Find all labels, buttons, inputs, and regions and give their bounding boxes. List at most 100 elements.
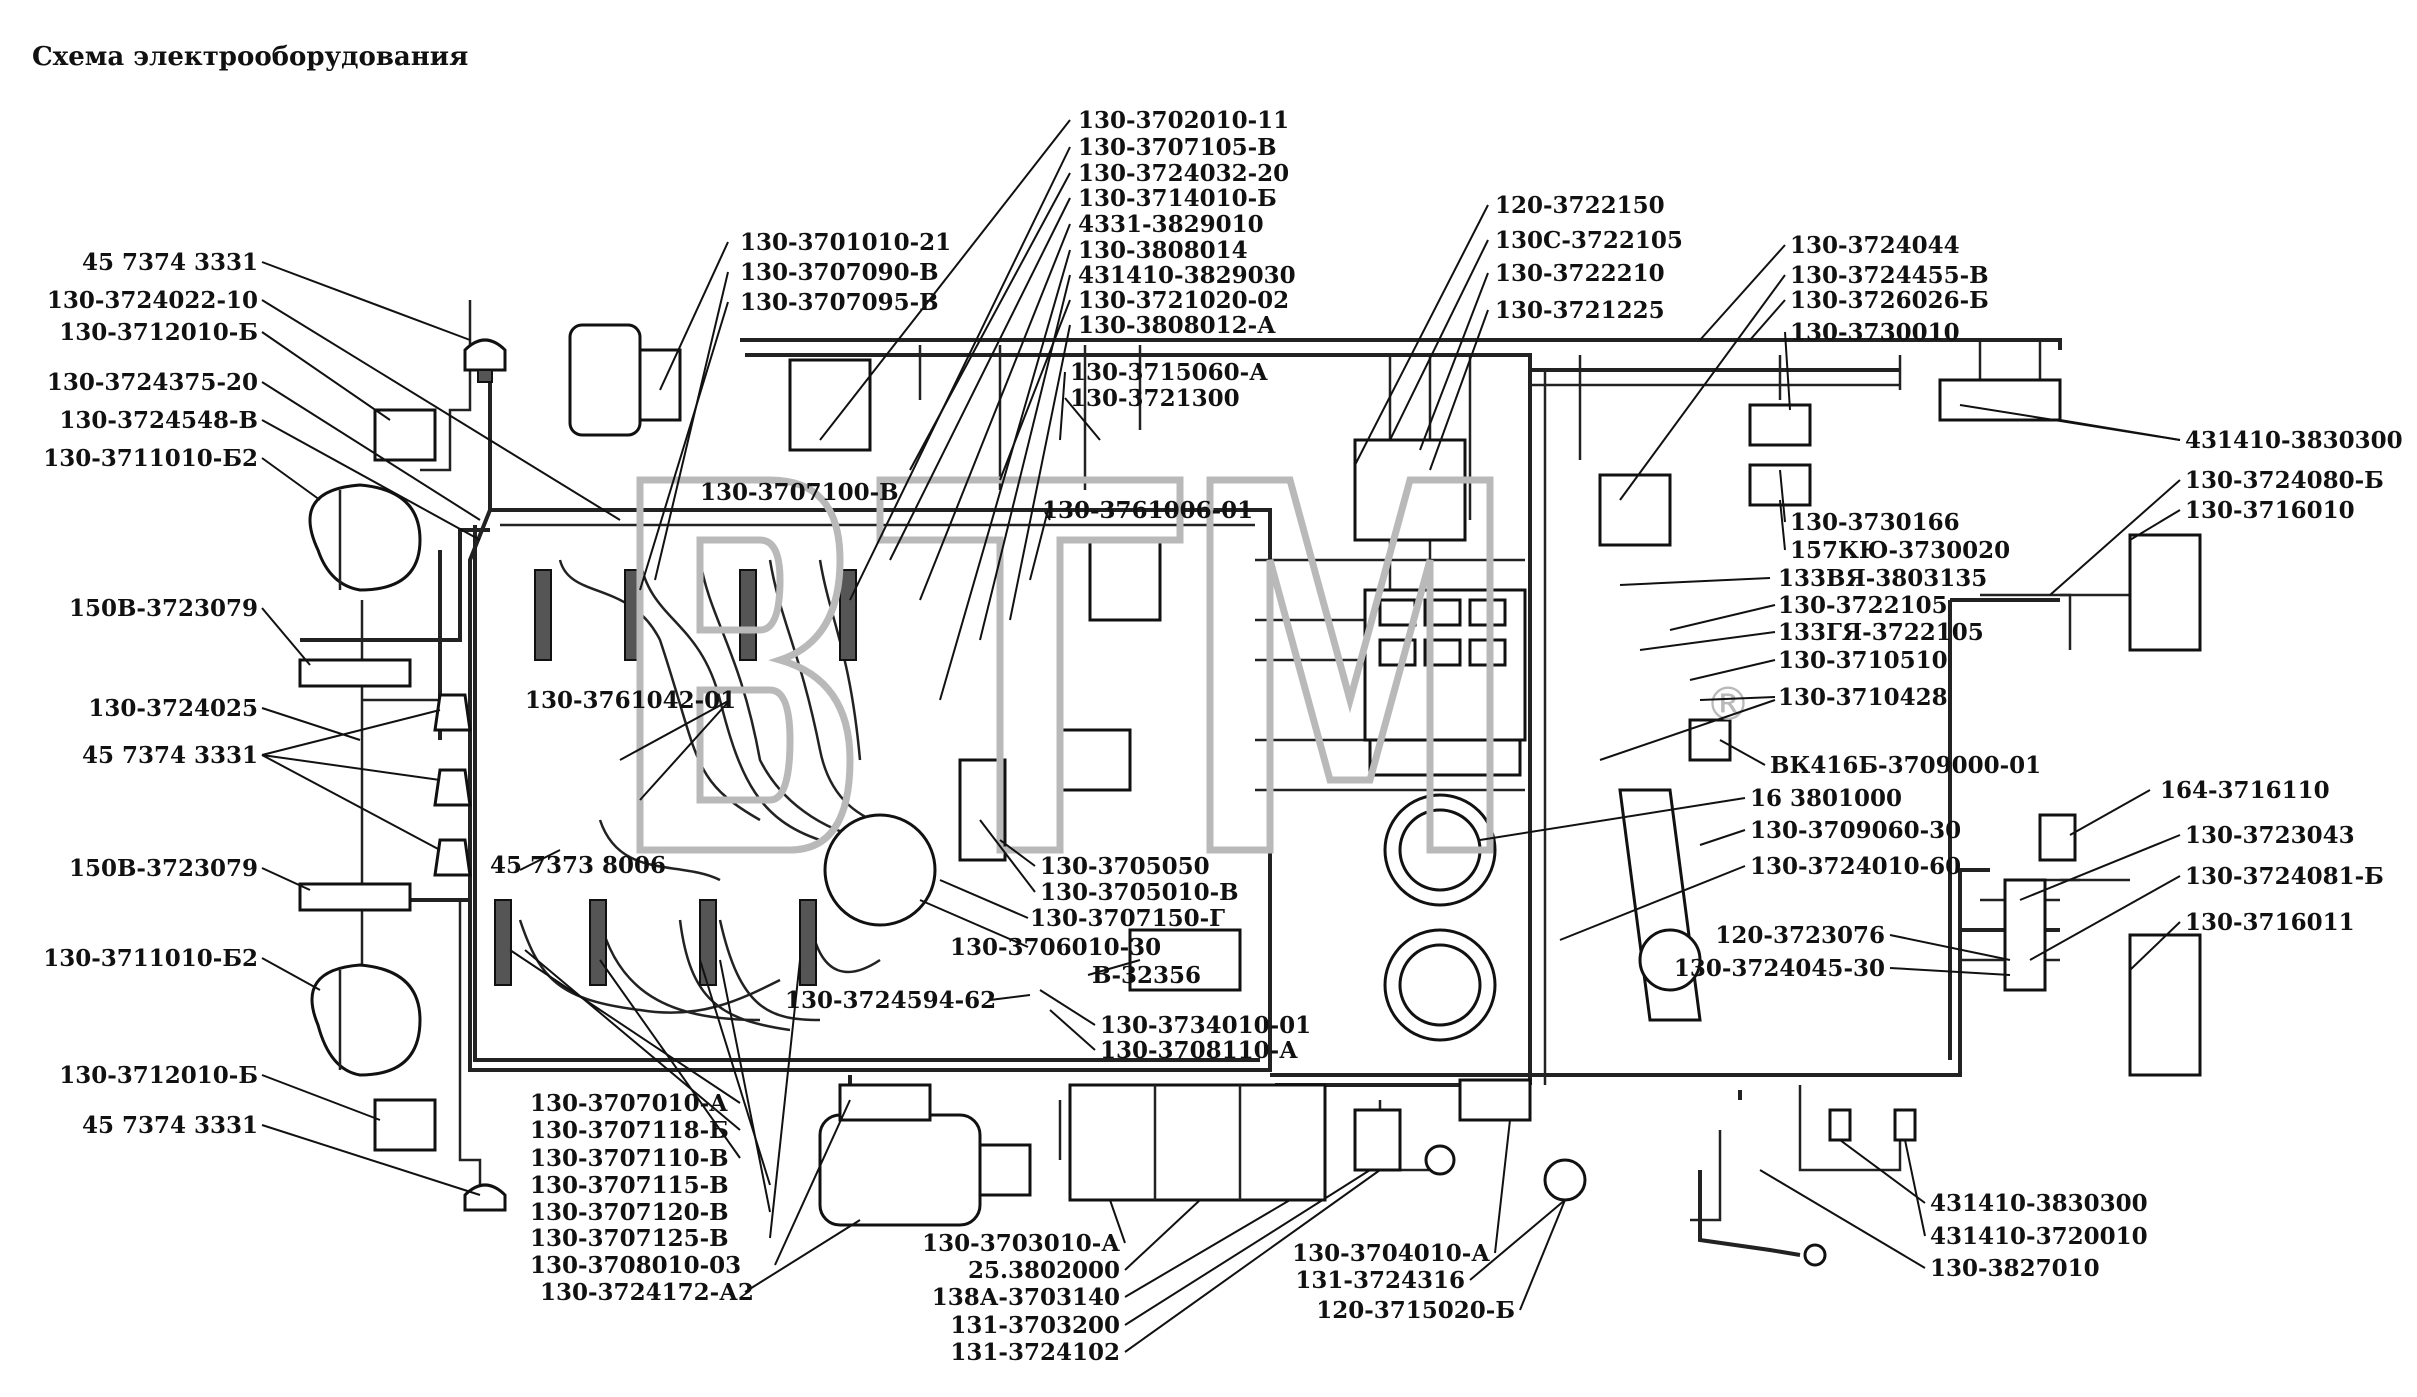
- callout-label: 431410-3830300: [2185, 427, 2403, 454]
- callout-label: 130С-3722105: [1495, 227, 1683, 254]
- callout-label: 130-3724010-60: [1750, 853, 1961, 880]
- spark-plugs-bottom: [494, 899, 817, 986]
- callout-label: 130-3761006-01: [1042, 497, 1253, 524]
- watermark-mark: ®: [1705, 677, 1751, 731]
- callout-label: 130-3705010-В: [1040, 879, 1239, 906]
- callout-label: 130-3724025: [88, 695, 258, 722]
- callout-label: 45 7374 3331: [82, 249, 258, 276]
- callout-label: 130-3721020-02: [1078, 287, 1289, 314]
- callout-label: 431410-3830300: [1930, 1190, 2148, 1217]
- callout-label: 130-3827010: [1930, 1255, 2100, 1282]
- callout-label: 150В-3723079: [69, 595, 258, 622]
- relay-icon: [1598, 473, 1672, 547]
- trailer-socket-wire: [1698, 1170, 1801, 1257]
- sensor-icon: [1828, 1108, 1852, 1142]
- callout-label: 130-3734010-01: [1100, 1012, 1311, 1039]
- callout-label: 130-3710510: [1778, 647, 1948, 674]
- callout-label: 130-3711010-Б2: [43, 445, 258, 472]
- callout-label: 431410-3720010: [1930, 1223, 2148, 1250]
- trailer-socket-icon: [1803, 1243, 1827, 1267]
- callout-label: 45 7374 3331: [82, 742, 258, 769]
- headlamp-left-icon: [308, 483, 422, 592]
- regulator-icon: [788, 358, 872, 452]
- relay-icon: [373, 408, 437, 462]
- callout-label: 130-3722210: [1495, 260, 1665, 287]
- callout-label: 133ВЯ-3803135: [1778, 565, 1987, 592]
- connector-block-icon: [2003, 878, 2047, 992]
- callout-label: 130-3704010-А: [1292, 1240, 1490, 1267]
- callout-label: 130-3726026-Б: [1790, 287, 1989, 314]
- connector-block-icon: [298, 882, 412, 912]
- diagram-title: Схема электрооборудования: [32, 42, 469, 72]
- starter-icon: [818, 1083, 1032, 1227]
- callout-label: 130-3706010-30: [950, 934, 1161, 961]
- components: [298, 323, 2202, 1267]
- callout-label: 130-3712010-Б: [59, 1062, 258, 1089]
- callout-label: 130-3710428: [1778, 684, 1948, 711]
- callout-label: 130-3722105: [1778, 592, 1948, 619]
- callout-label: 130-3707010-А: [530, 1090, 728, 1117]
- callout-label: 130-3724548-В: [59, 407, 258, 434]
- generator-icon: [568, 323, 682, 437]
- tail-lamp-icon: [2128, 933, 2202, 1077]
- callout-label: 131-3703200: [950, 1312, 1120, 1339]
- callout-label: 150В-3723079: [69, 855, 258, 882]
- callout-label: 16 3801000: [1750, 785, 1902, 812]
- callout-label: 25.3802000: [968, 1257, 1120, 1284]
- mass-switch-icon: [1353, 1108, 1402, 1172]
- sidelamp-icon: [433, 768, 472, 807]
- callout-labels: 45 7374 3331 130-3724022-10 130-3712010-…: [43, 107, 2402, 1366]
- callout-label: 130-3703010-А: [922, 1230, 1120, 1257]
- callout-label: В-32356: [1092, 962, 1201, 989]
- callout-label: 45 7373 8006: [490, 852, 666, 879]
- callout-label: 120-3715020-Б: [1316, 1297, 1515, 1324]
- callout-label: 130-3708110-А: [1100, 1037, 1298, 1064]
- callout-label: 130-3705050: [1040, 853, 1210, 880]
- callout-label: 4331-3829010: [1078, 211, 1264, 238]
- callout-label: 130-3730010: [1790, 319, 1960, 346]
- callout-label: 130-3716010: [2185, 497, 2355, 524]
- callout-label: 130-3721300: [1070, 385, 1240, 412]
- callout-label: 130-3724045-30: [1674, 955, 1885, 982]
- watermark: ®: [636, 476, 1751, 854]
- callout-label: 130-3702010-11: [1078, 107, 1289, 134]
- callout-label: 120-3723076: [1715, 922, 1885, 949]
- ignition-switch-icon: [1458, 1078, 1532, 1122]
- connector-block-icon: [298, 658, 412, 688]
- tachometer-dial: [1398, 943, 1482, 1027]
- callout-label: 130-3707100-В: [700, 479, 899, 506]
- callout-label: 138А-3703140: [932, 1284, 1120, 1311]
- callout-label: 130-3808014: [1078, 237, 1248, 264]
- callout-label: 130-3707090-В: [740, 259, 939, 286]
- callout-label: 45 7374 3331: [82, 1112, 258, 1139]
- callout-label: 130-3721225: [1495, 297, 1665, 324]
- callout-label: 130-3707105-В: [1078, 134, 1277, 161]
- callout-label: 130-3724044: [1790, 232, 1960, 259]
- callout-label: 131-3724102: [950, 1339, 1120, 1366]
- horn-icon: [463, 1183, 507, 1212]
- battery-icon: [1068, 1083, 1327, 1202]
- callout-label: 130-3808012-А: [1078, 312, 1276, 339]
- callout-label: 130-3724594-62: [785, 987, 996, 1014]
- callout-label: 130-3707110-В: [530, 1145, 729, 1172]
- distributor-icon: [823, 813, 937, 927]
- callout-label: 130-3724375-20: [47, 369, 258, 396]
- relay-icon: [373, 1098, 437, 1152]
- instrument-cluster: [1363, 588, 1527, 777]
- callout-label: 164-3716110: [2160, 777, 2330, 804]
- callout-label: 130-3724172-А2: [540, 1279, 754, 1306]
- callout-label: 130-3712010-Б: [59, 319, 258, 346]
- tail-lamp-icon: [2128, 533, 2202, 652]
- callout-label: 130-3724032-20: [1078, 160, 1289, 187]
- relay-icon: [2038, 813, 2077, 862]
- callout-label: 130-3707125-В: [530, 1225, 729, 1252]
- callout-label: 157КЮ-3730020: [1790, 537, 2010, 564]
- sensor-icon: [1893, 1108, 1917, 1142]
- callout-label: 130-3716011: [2185, 909, 2355, 936]
- callout-label: 130-3707115-В: [530, 1172, 729, 1199]
- callout-label: 130-3761042-01: [525, 687, 736, 714]
- callout-label: 133ГЯ-3722105: [1778, 619, 1984, 646]
- callout-label: 130-3724022-10: [47, 287, 258, 314]
- callout-label: 130-3708010-03: [530, 1252, 741, 1279]
